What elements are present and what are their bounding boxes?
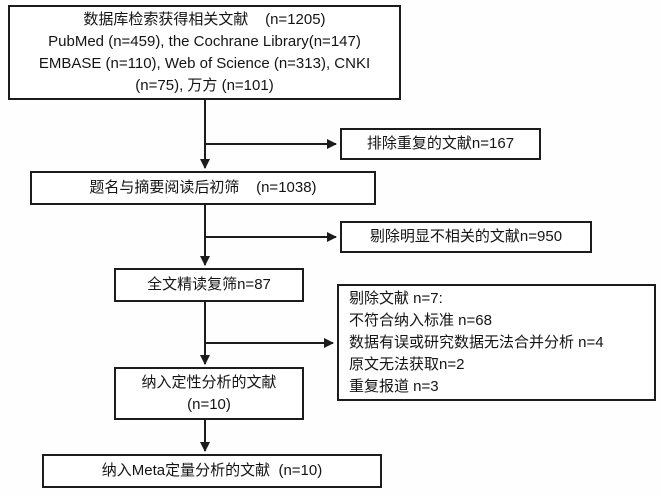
box-title-abstract-screening-text: 题名与摘要阅读后初筛 (n=1038): [89, 179, 317, 196]
box-qualitative-analysis: 纳入定性分析的文献 (n=10): [114, 367, 304, 420]
box-exclude-fulltext-reasons: 剔除文献 n=7: 不符合纳入标准 n=68 数据有误或研究数据无法合并分析 n…: [337, 284, 656, 401]
box-fulltext-screening-text: 全文精读复筛n=87: [147, 276, 271, 293]
box-exclude-fulltext-line-3: 数据有误或研究数据无法合并分析 n=4: [349, 333, 604, 351]
box-qualitative-analysis-line-2: (n=10): [187, 395, 231, 413]
box-meta-analysis: 纳入Meta定量分析的文献 (n=10): [42, 454, 382, 488]
box-exclude-fulltext-line-1: 剔除文献 n=7:: [349, 289, 443, 307]
box-meta-analysis-text: 纳入Meta定量分析的文献 (n=10): [101, 462, 323, 479]
box-exclude-fulltext-line-5: 重复报道 n=3: [349, 377, 439, 395]
box-fulltext-screening: 全文精读复筛n=87: [114, 268, 304, 302]
box-title-abstract-screening: 题名与摘要阅读后初筛 (n=1038): [30, 171, 376, 205]
box-exclude-fulltext-line-4: 原文无法获取n=2: [349, 355, 465, 373]
box-database-search-line-4: (n=75), 万方 (n=101): [135, 76, 274, 94]
box-database-search: 数据库检索获得相关文献 (n=1205) PubMed (n=459), the…: [8, 5, 401, 100]
box-exclude-duplicates: 排除重复的文献n=167: [340, 128, 541, 160]
box-qualitative-analysis-line-1: 纳入定性分析的文献: [141, 373, 277, 391]
box-database-search-line-2: PubMed (n=459), the Cochrane Library(n=1…: [48, 32, 361, 50]
box-exclude-irrelevant-text: 剔除明显不相关的文献n=950: [369, 228, 563, 245]
box-exclude-duplicates-text: 排除重复的文献n=167: [366, 135, 515, 152]
box-database-search-line-1: 数据库检索获得相关文献 (n=1205): [83, 10, 326, 28]
box-exclude-irrelevant: 剔除明显不相关的文献n=950: [340, 221, 592, 253]
box-exclude-fulltext-line-2: 不符合纳入标准 n=68: [349, 311, 492, 329]
box-database-search-line-3: EMBASE (n=110), Web of Science (n=313), …: [38, 54, 371, 72]
